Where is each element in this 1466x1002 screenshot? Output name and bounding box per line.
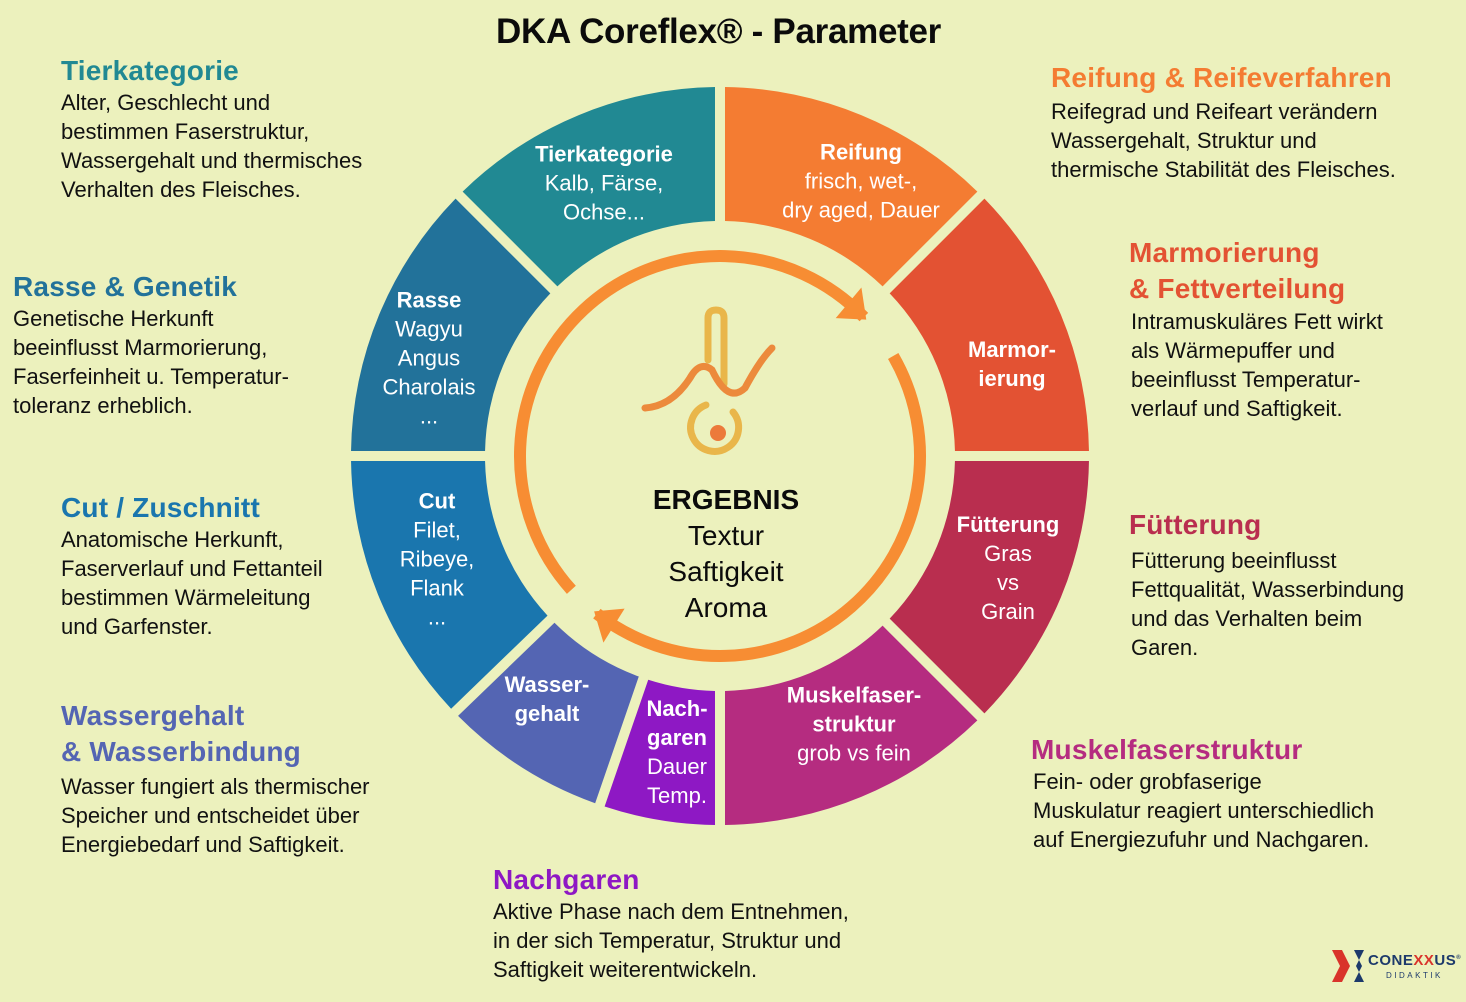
desc-marmorierung: Marmorierung & Fettverteilung Intramusku…	[1129, 235, 1383, 423]
desc-text: Alter, Geschlecht und bestimmen Faserstr…	[61, 90, 363, 202]
segment-cut	[351, 460, 548, 709]
logo-registered-mark: ®	[1456, 955, 1462, 961]
segment-detail: Gras vs Grain	[981, 541, 1035, 624]
desc-text: Fein- oder grobfaserige Muskulatur reagi…	[1033, 769, 1375, 852]
segment-title: Fütterung	[956, 512, 1060, 537]
segment-label-wasser: Wasser- gehalt	[505, 670, 590, 728]
result-heading: ERGEBNIS	[652, 484, 800, 515]
desc-heading: Tierkategorie	[61, 55, 239, 86]
segment-title: Reifung	[820, 139, 902, 165]
desc-text: Reifegrad und Reifeart verändern Wasserg…	[1051, 99, 1396, 182]
segment-title: Cut	[418, 488, 456, 514]
desc-tierkategorie: Tierkategorie Alter, Geschlecht und best…	[61, 54, 362, 204]
wave-line	[641, 344, 776, 412]
segment-title: Muskelfaser- struktur	[786, 682, 922, 737]
thermometer-stem	[704, 306, 728, 388]
segment-marmorierung	[889, 198, 1089, 452]
desc-wasser: Wassergehalt & Wasserbindung Wasser fung…	[61, 698, 370, 859]
desc-text: Fütterung beeinflusst Fettqualität, Wass…	[1131, 548, 1405, 660]
desc-fuetterung: Fütterung Fütterung beeinflusst Fettqual…	[1129, 508, 1404, 662]
segment-tierkategorie	[462, 87, 716, 287]
segment-wasser	[458, 622, 639, 804]
segment-muskelfaser	[724, 625, 978, 825]
segment-detail: Wagyu Angus Charolais ...	[382, 316, 476, 429]
desc-text: Wasser fungiert als thermischer Speicher…	[61, 774, 370, 857]
segment-detail: Filet, Ribeye, Flank ...	[399, 517, 475, 630]
segment-detail: grob vs fein	[797, 740, 911, 766]
segment-rasse	[351, 198, 551, 452]
segment-label-muskelfaser: Muskelfaser- struktur grob vs fein	[787, 681, 922, 768]
conexxus-logo: CONEXXUS® DIDAKTIK	[1330, 944, 1461, 990]
result-juiciness: Saftigkeit	[668, 556, 784, 587]
segment-nachgaren	[604, 679, 716, 825]
desc-cut: Cut / Zuschnitt Anatomische Herkunft, Fa…	[61, 491, 323, 641]
segment-title: Rasse	[396, 287, 462, 313]
cycle-arrowhead-bottom	[594, 608, 625, 643]
desc-text: Aktive Phase nach dem Entnehmen, in der …	[493, 899, 849, 982]
thermometer-bulb	[687, 401, 743, 455]
page-title: DKA Coreflex® - Parameter	[496, 12, 941, 51]
cycle-arc-lower	[593, 353, 926, 662]
segment-detail: Kalb, Färse, Ochse...	[544, 170, 664, 225]
wheel-segments	[351, 87, 1089, 825]
segment-title: Marmor- ierung	[967, 337, 1057, 391]
logo-wordmark: CONEXXUS®	[1368, 952, 1461, 969]
segment-title: Tierkategorie	[535, 141, 673, 167]
desc-muskelfaser: Muskelfaserstruktur Fein- oder grobfaser…	[1031, 733, 1374, 854]
desc-text: Intramuskuläres Fett wirkt als Wärmepuff…	[1131, 309, 1383, 421]
cycle-arrows	[514, 250, 926, 662]
segment-label-reifung: Reifung frisch, wet-, dry aged, Dauer	[782, 138, 940, 225]
desc-text: Anatomische Herkunft, Faserverlauf und F…	[61, 527, 323, 639]
desc-rasse: Rasse & Genetik Genetische Herkunft beei…	[13, 270, 289, 420]
desc-reifung: Reifung & Reifeverfahren Reifegrad und R…	[1051, 61, 1396, 184]
segment-detail: Dauer Temp.	[647, 754, 707, 808]
desc-heading: Wassergehalt & Wasserbindung	[61, 700, 301, 767]
x-logo-icon	[1332, 950, 1364, 982]
desc-heading: Reifung & Reifeverfahren	[1051, 62, 1392, 93]
result-aroma: Aroma	[684, 592, 768, 623]
thermometer-core	[710, 425, 726, 441]
thermometer-wave-icon	[641, 306, 776, 455]
result-center: ERGEBNIS Textur Saftigkeit Aroma	[653, 482, 799, 626]
desc-heading: Marmorierung & Fettverteilung	[1129, 237, 1346, 304]
desc-heading: Cut / Zuschnitt	[61, 492, 260, 523]
desc-text: Genetische Herkunft beeinflusst Marmorie…	[13, 306, 289, 418]
segment-label-marmorierung: Marmor- ierung	[968, 335, 1056, 393]
logo-subtitle: DIDAKTIK	[1386, 971, 1443, 980]
desc-heading: Nachgaren	[493, 864, 640, 895]
desc-heading: Rasse & Genetik	[13, 271, 237, 302]
segment-fuetterung	[889, 460, 1089, 714]
desc-heading: Fütterung	[1129, 509, 1262, 540]
desc-heading: Muskelfaserstruktur	[1031, 734, 1303, 765]
cycle-arrowhead-top	[835, 287, 867, 320]
desc-nachgaren: Nachgaren Aktive Phase nach dem Entnehme…	[493, 863, 849, 984]
cycle-arc-upper	[514, 250, 869, 594]
result-texture: Textur	[687, 520, 765, 551]
segment-detail: frisch, wet-, dry aged, Dauer	[782, 168, 940, 223]
logo-suffix: US	[1434, 952, 1457, 969]
segment-title: Nach- garen	[646, 696, 708, 750]
logo-accent: XX	[1413, 952, 1435, 969]
segment-title: Wasser- gehalt	[504, 672, 590, 726]
segment-reifung	[724, 87, 978, 287]
logo-prefix: CONE	[1368, 952, 1414, 969]
